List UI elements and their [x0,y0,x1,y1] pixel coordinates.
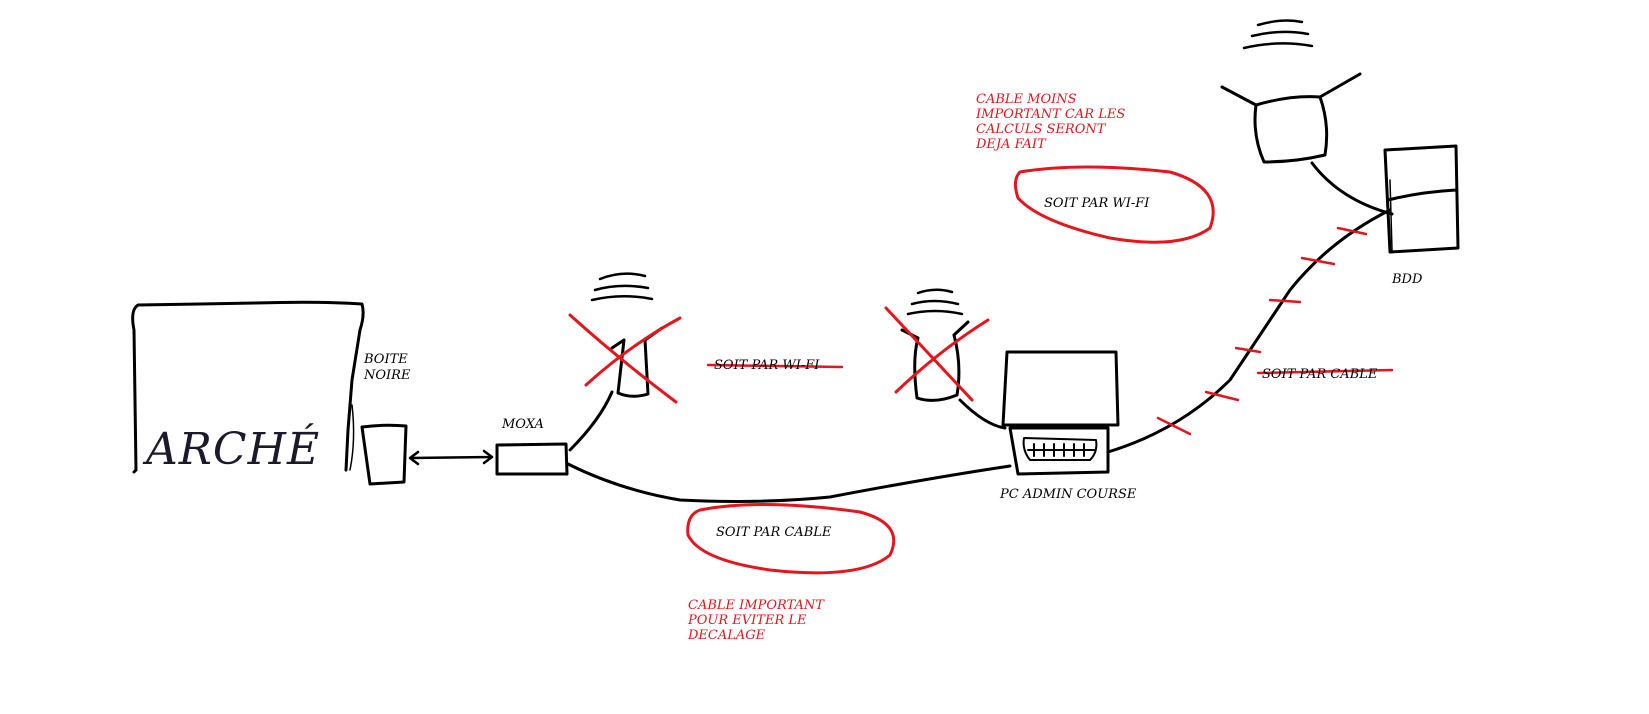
note-cable-moins-4: DEJA FAIT [975,137,1047,152]
antenna3-waves [1242,19,1314,50]
pc-keyboard [1022,437,1098,461]
bdd-server [1383,144,1460,254]
note-cable-important-3: DECALAGE [687,628,766,643]
moxa-label: MOXA [501,417,544,432]
note-cable-moins-2: IMPORTANT CAR LES [975,107,1125,122]
boite-noire-label-2: NOIRE [363,368,411,383]
cable-pc-bdd [1106,208,1392,454]
antenna2-waves [906,288,964,316]
cable-moxa-pc [566,462,1012,503]
antenna1-waves [590,272,654,302]
boite-noire-label-1: BOITE [363,352,408,367]
note-cable-important-1: CABLE IMPORTANT [688,598,825,613]
bdd-label: BDD [1391,272,1423,287]
moxa-box [495,442,569,476]
boite-noire-box [360,423,408,486]
double-arrow [408,449,494,466]
arche-building [131,300,365,474]
cable-hatch-marks [1156,226,1368,436]
circle-cable [686,502,896,575]
strike-cable [1256,368,1394,375]
wire-moxa-antenna1 [568,390,614,452]
wifi-struck-label: SOIT PAR WI-FI [714,358,820,373]
pc-base [1008,426,1110,476]
pc-admin-label: PC ADMIN COURSE [999,487,1137,502]
cross-antenna1 [568,313,682,404]
note-cable-important-2: POUR EVITER LE [687,613,807,628]
cable-circled-label: SOIT PAR CABLE [716,525,832,540]
note-cable-moins-3: CALCULS SERONT [976,122,1107,137]
wifi-circled-label: SOIT PAR WI-FI [1044,196,1150,211]
wire-antenna2-pc [958,398,1007,430]
pc-monitor [1001,350,1120,427]
note-cable-moins-1: CABLE MOINS [976,92,1077,107]
arche-label: ARCHÉ [142,422,320,475]
cross-antenna2 [884,306,990,402]
circle-wifi [1013,165,1215,244]
antenna3 [1220,72,1362,164]
cable-struck-label: SOIT PAR CABLE [1262,367,1378,382]
wire-antenna3-bdd [1310,161,1394,216]
strike-wifi [706,363,844,369]
